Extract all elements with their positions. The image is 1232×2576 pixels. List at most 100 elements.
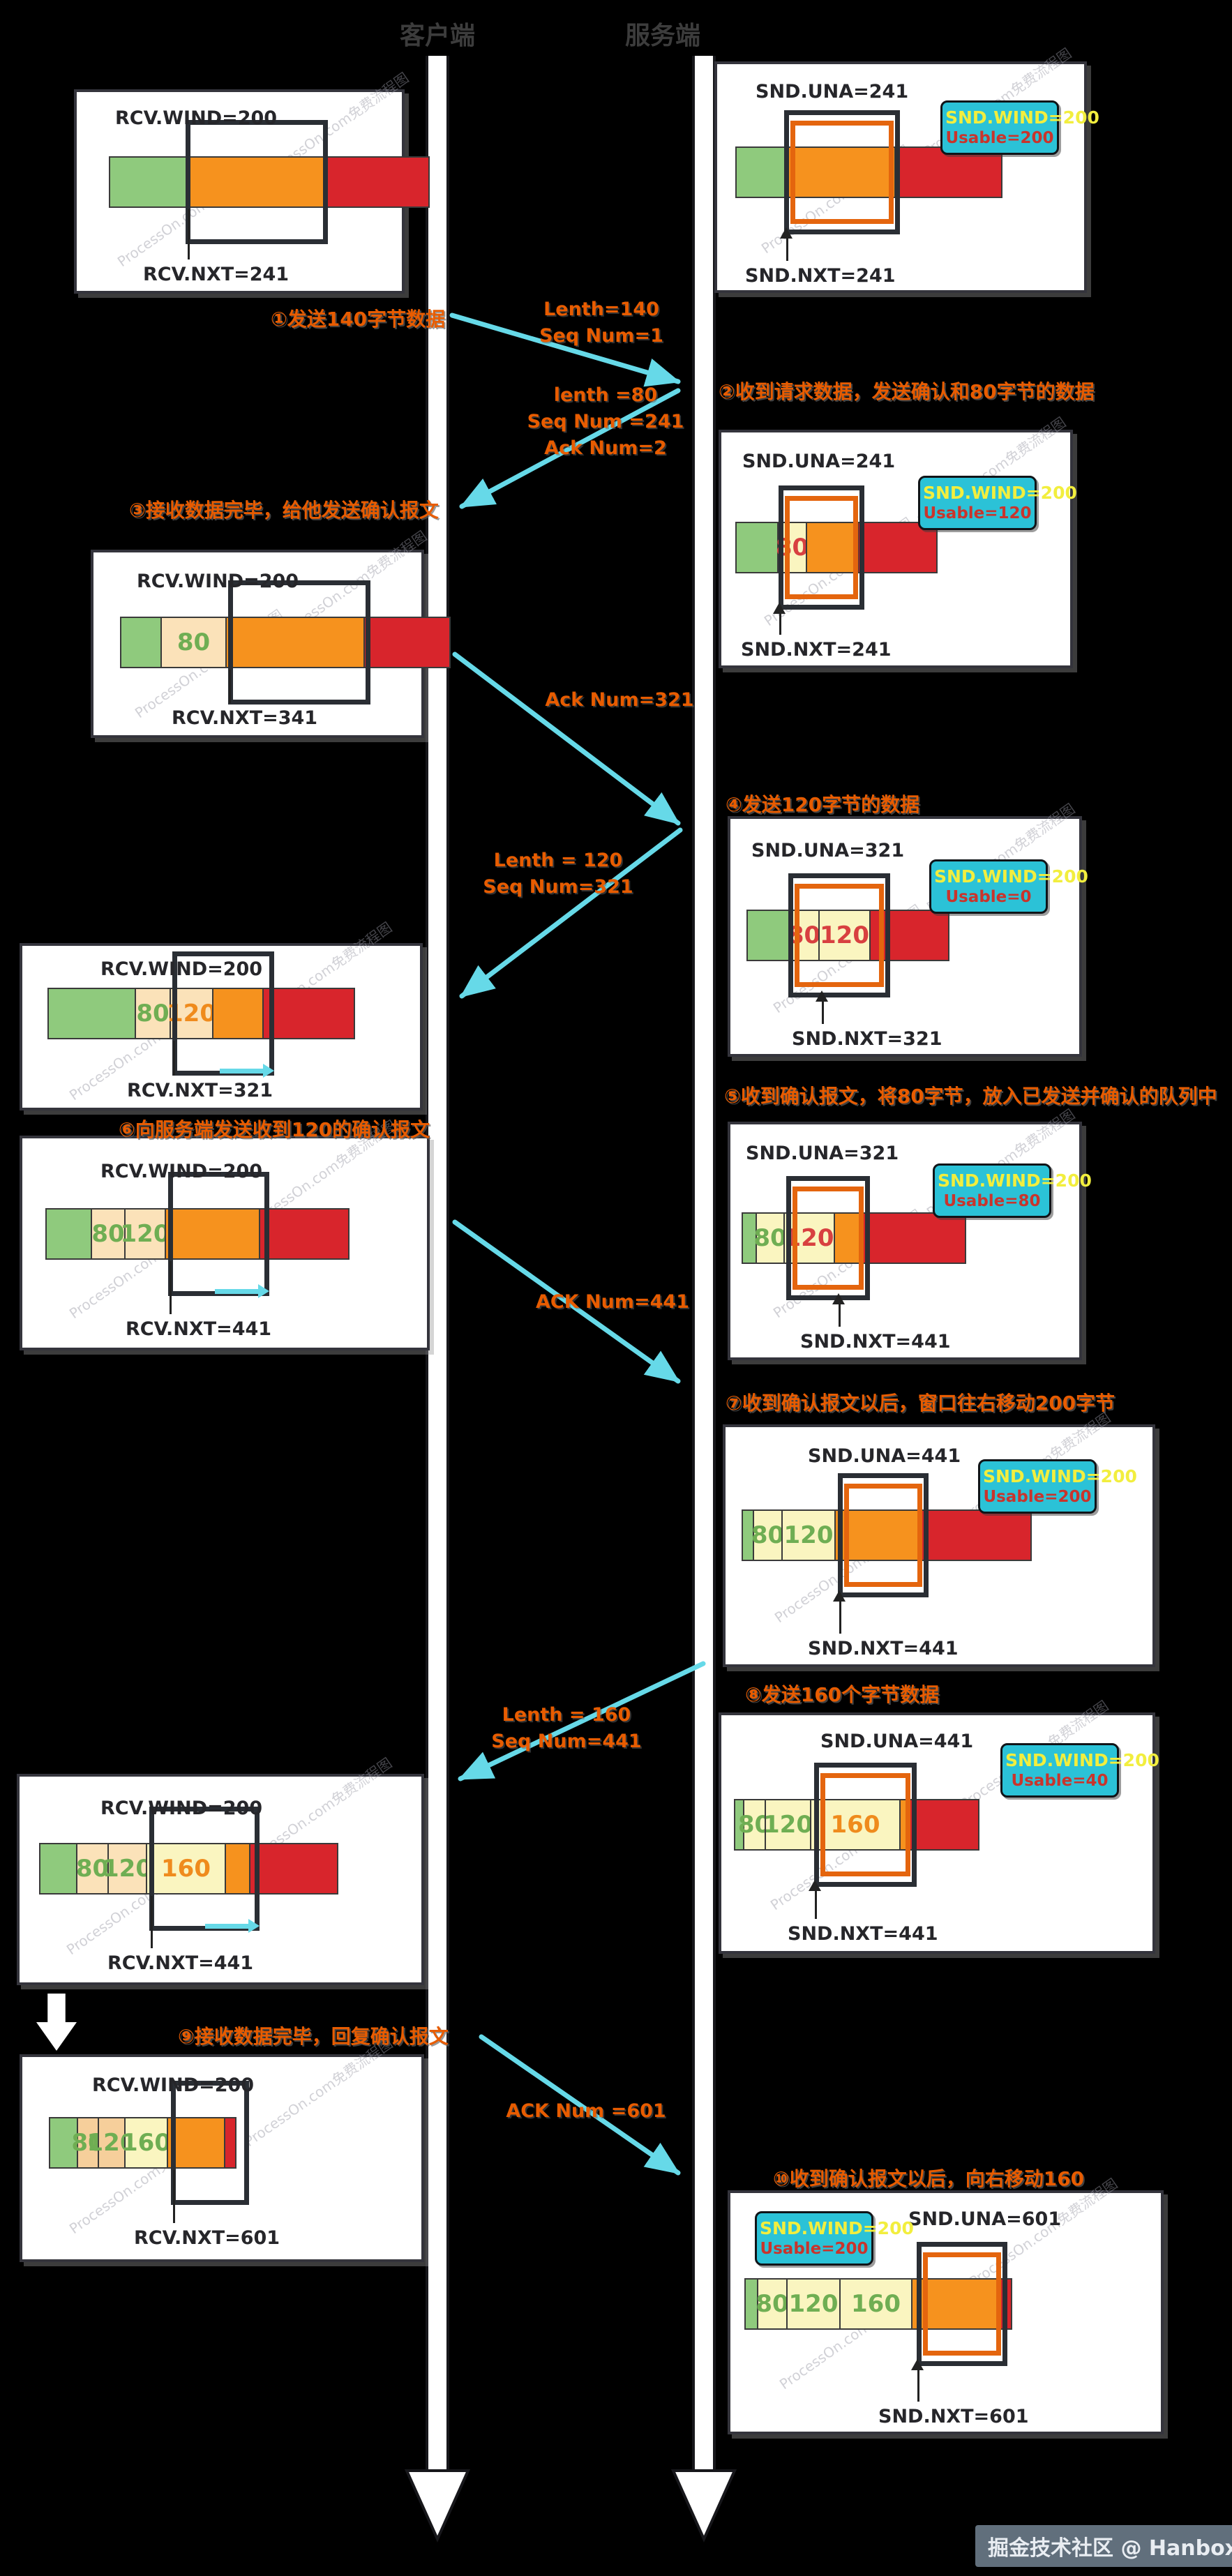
nxt-pointer-line xyxy=(188,209,190,259)
buffer-segment-red xyxy=(259,1208,350,1260)
nxt-pointer-arrowhead xyxy=(832,1293,845,1304)
tcp-segment-arrow-3 xyxy=(452,651,681,826)
usable-value: Usable=40 xyxy=(1011,1772,1109,1791)
step-caption-5: ⑤收到确认报文，将80字节，放入已发送并确认的队列中 xyxy=(724,1085,1217,1108)
usable-value: Usable=200 xyxy=(983,1488,1092,1507)
nxt-pointer-line xyxy=(839,1600,841,1634)
buffer-segment-lightyellow: 120 xyxy=(818,910,871,961)
window-slide-arrow xyxy=(220,1064,274,1078)
buffer-segment-lightyellow: 120 xyxy=(781,1509,836,1561)
usable-value: Usable=120 xyxy=(923,504,1032,523)
snd-una-label: SND.UNA=321 xyxy=(746,1143,899,1164)
buffer-segment-green xyxy=(45,1208,92,1260)
window-frame-inner xyxy=(795,884,884,987)
snd-una-label: SND.UNA=321 xyxy=(751,840,905,861)
snd-una-label: SND.UNA=241 xyxy=(742,451,896,472)
buffer-segment-lightyellow: 80 xyxy=(753,1212,787,1264)
buffer-segment-orange xyxy=(186,156,325,208)
rcv-nxt-label: RCV.NXT=441 xyxy=(107,1952,254,1974)
window-frame-inner xyxy=(820,1773,910,1876)
nxt-pointer-arrowhead xyxy=(773,603,786,614)
snd-una-label: SND.UNA=241 xyxy=(756,81,909,103)
arrow-label-line: Seq Num=441 xyxy=(491,1730,642,1752)
buffer-segment-peach: 120 xyxy=(121,1208,170,1260)
segment-arrow-label-3: Ack Num=321 xyxy=(545,687,693,714)
snd-window-panel-R5: ProcessOn.com免费流程图ProcessOn.com免费流程图SND.… xyxy=(723,1409,1155,1667)
window-slide-arrow xyxy=(205,1919,260,1933)
buffer-segment-red xyxy=(324,156,430,208)
segment-byte-count: 160 xyxy=(161,1855,211,1883)
window-frame-inner xyxy=(923,2252,1001,2356)
buffer-segment-peach: 80 xyxy=(160,617,227,668)
snd-wind-value: SND.WIND=200 xyxy=(923,483,1077,503)
buffer-segment-green xyxy=(120,617,162,668)
nxt-pointer-line xyxy=(786,237,788,261)
nxt-pointer-arrowhead xyxy=(809,1880,821,1891)
rcv-nxt-label: RCV.NXT=341 xyxy=(172,707,318,729)
arrow-label-line: Seq Num=321 xyxy=(483,875,633,898)
nxt-pointer-line xyxy=(779,612,781,635)
buffer-segment-lightyellow: 160 xyxy=(121,2117,171,2169)
snd-nxt-label: SND.NXT=441 xyxy=(800,1331,951,1353)
buffer-segment-green xyxy=(39,1843,77,1895)
nxt-pointer-arrowhead xyxy=(833,1590,846,1602)
snd-window-panel-R2: ProcessOn.com免费流程图ProcessOn.com免费流程图SND.… xyxy=(719,414,1077,668)
rcv-wind-label: RCV.WIND=200 xyxy=(92,2074,255,2096)
credit-badge: 掘金技术社区 @ Hanbox xyxy=(975,2525,1232,2567)
arrow-label-line: Seq Num =241 xyxy=(527,410,684,432)
window-frame-outer xyxy=(786,1176,870,1300)
nxt-pointer-line xyxy=(170,1261,172,1314)
arrow-label-line: Lenth = 120 xyxy=(493,850,623,871)
window-frame-outer xyxy=(838,1473,929,1597)
arrow-label-line: lenth =80 xyxy=(553,384,658,406)
buffer-segment-lightyellow: 160 xyxy=(146,1843,226,1895)
snd-window-panel-R3: ProcessOn.com免费流程图ProcessOn.com免费流程图SND.… xyxy=(728,801,1088,1057)
actor-label-client: 客户端 xyxy=(399,22,476,50)
buffer-segment-peach: 120 xyxy=(103,1843,152,1895)
snd-nxt-label: SND.NXT=241 xyxy=(741,639,892,661)
rcv-wind-label: RCV.WIND=200 xyxy=(100,1161,263,1182)
snd-nxt-label: SND.NXT=241 xyxy=(745,265,896,287)
buffer-bar: 80 xyxy=(120,617,451,668)
nxt-pointer-line xyxy=(173,2170,175,2223)
window-frame-inner xyxy=(785,496,858,599)
buffer-segment-green xyxy=(735,522,779,573)
segment-byte-count: 120 xyxy=(788,2290,839,2318)
window-frame-outer xyxy=(171,2081,249,2205)
buffer-segment-orange xyxy=(212,988,264,1039)
snd-window-panel-R4: ProcessOn.com免费流程图ProcessOn.com免费流程图SND.… xyxy=(728,1106,1092,1360)
snd-una-label: SND.UNA=441 xyxy=(820,1731,974,1752)
segment-byte-count: 120 xyxy=(820,921,869,949)
segment-byte-count: 80 xyxy=(751,1521,785,1549)
nxt-pointer-line xyxy=(815,1890,817,1919)
usable-value: Usable=80 xyxy=(943,1192,1041,1211)
snd-wind-value: SND.WIND=200 xyxy=(934,866,1088,887)
step-caption-9: ⑨接收数据完毕，回复确认报文 xyxy=(178,2025,449,2048)
snd-nxt-label: SND.NXT=601 xyxy=(878,2406,1029,2427)
arrow-label-line: ACK Num=441 xyxy=(536,1291,689,1313)
snd-nxt-label: SND.NXT=441 xyxy=(788,1923,938,1945)
buffer-segment-green xyxy=(49,2117,78,2169)
nxt-pointer-line xyxy=(917,2369,919,2402)
rcv-wind-label: RCV.WIND=200 xyxy=(100,958,263,980)
buffer-segment-red xyxy=(363,617,451,668)
segment-arrow-label-7: ACK Num =601 xyxy=(506,2098,666,2125)
window-frame-outer xyxy=(917,2242,1007,2366)
snd-wind-value: SND.WIND=200 xyxy=(1005,1750,1159,1770)
segment-byte-count: 80 xyxy=(136,1000,170,1027)
window-frame-outer xyxy=(788,873,890,997)
usable-value: Usable=0 xyxy=(945,888,1032,907)
buffer-segment-orange xyxy=(225,617,365,668)
actor-label-server: 服务端 xyxy=(624,22,701,50)
nxt-pointer-arrowhead xyxy=(816,991,828,1002)
rcv-wind-label: RCV.WIND=200 xyxy=(137,571,299,592)
window-frame-inner xyxy=(844,1484,922,1587)
